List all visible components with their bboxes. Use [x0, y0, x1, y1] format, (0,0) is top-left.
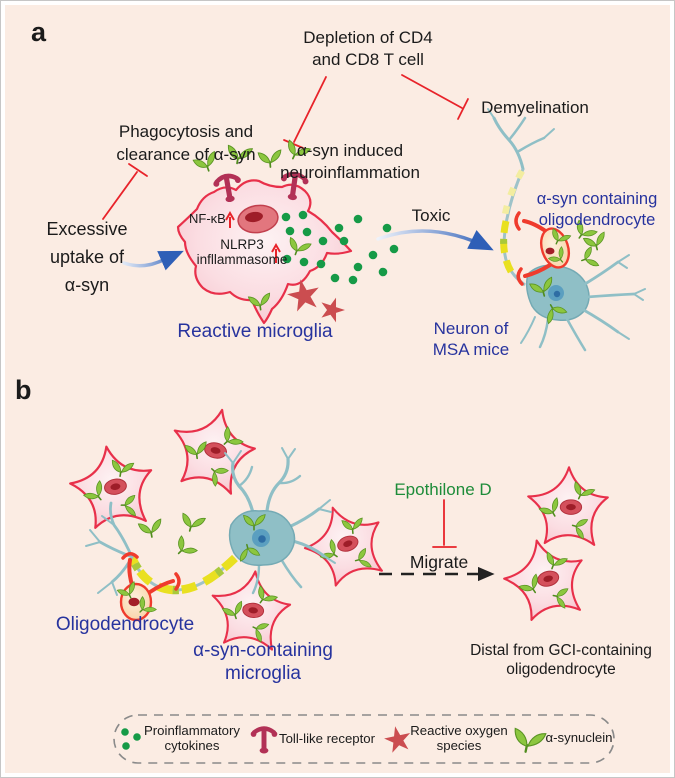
arrow-uptake-to-microglia — [122, 250, 184, 271]
depletion-label: Depletion of CD4 and CD8 T cell — [303, 28, 433, 69]
alpha-synuclein-icons-b — [137, 511, 207, 563]
legend-cytokines-label: Proinflammatory cytokines — [143, 723, 241, 753]
oligodendrocyte-label: Oligodendrocyte — [55, 614, 195, 635]
nfkb-up-arrow-icon — [225, 210, 235, 228]
oligodendrocyte-a — [514, 211, 572, 286]
excessive-uptake-label: Excessive uptake of α-syn — [46, 219, 128, 295]
asyn-oligodendrocyte-label: α-syn containing oligodendrocyte — [536, 190, 658, 229]
inhibition-line-uptake-to-phagocytosis — [102, 163, 148, 220]
toll-like-receptor-icon — [251, 729, 278, 754]
epothilone-d-label: Epothilone D — [394, 480, 492, 499]
alpha-synuclein-icon — [509, 726, 548, 757]
legend-tlr-label: Toll-like receptor — [278, 731, 376, 746]
proinflammatory-cytokine-dots — [281, 210, 399, 285]
arrow-toxic-to-oligodendrocyte — [376, 229, 494, 251]
neuron-a — [487, 108, 646, 352]
distal-gci-label: Distal from GCI-containing oligodendrocy… — [470, 642, 652, 678]
myelin-sheath-a — [500, 220, 517, 279]
myelin-sheath-b — [128, 554, 238, 595]
neuroinflammation-label: α-syn induced neuroinflammation — [280, 141, 420, 182]
proinflammatory-cytokines-icon — [121, 728, 141, 750]
nfkb-label: NF-κB — [189, 211, 226, 226]
legend-asyn-label: α-synuclein — [545, 730, 613, 745]
inhibition-line-epothilone-to-migrate — [432, 499, 457, 548]
oligodendrocyte-b — [116, 552, 181, 622]
reactive-microglia-cell — [176, 179, 353, 325]
neuron-msa-label: Neuron of MSA mice — [432, 319, 510, 359]
demyelination-label: Demyelination — [481, 98, 589, 117]
neuron-b — [85, 447, 336, 596]
figure-background — [5, 5, 670, 773]
legend-box — [113, 714, 615, 764]
legend-ros-label: Reactive oxygen species — [410, 723, 508, 753]
nlrp3-label: NLRP3 infllammasome — [196, 237, 288, 267]
inhibition-line-depletion-to-neuroinflammation — [283, 76, 327, 149]
toxic-label: Toxic — [411, 206, 451, 225]
reactive-microglia-label: Reactive microglia — [177, 321, 333, 342]
migrated-microglia-cells — [496, 466, 609, 627]
asyn-microglia-label: α-syn-containing microglia — [193, 640, 333, 684]
nlrp3-up-arrow-icon — [271, 242, 281, 263]
migrate-label: Migrate — [409, 552, 469, 572]
panel-a-graphics — [102, 74, 646, 352]
panel-b-label: b — [15, 375, 32, 405]
phagocytosis-label: Phagocytosis and clearance of α-syn — [116, 122, 256, 164]
panel-a-label: a — [31, 17, 47, 47]
reactive-oxygen-species-icon — [382, 723, 414, 754]
inhibition-line-depletion-to-demyelination — [401, 74, 469, 120]
panel-b-graphics — [63, 400, 609, 653]
demyelinated-sheath-a — [501, 169, 525, 216]
